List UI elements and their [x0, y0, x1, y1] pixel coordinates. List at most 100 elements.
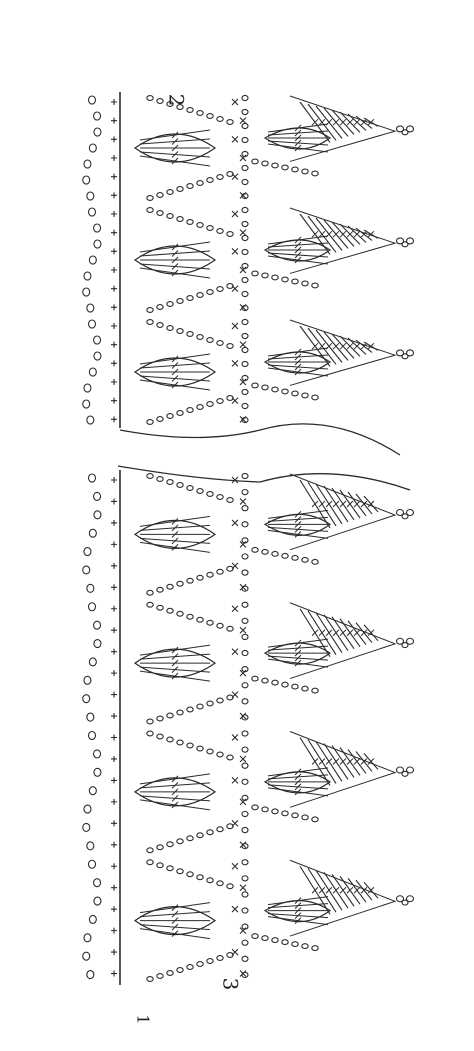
chain-stitch — [216, 340, 224, 346]
chain-stitch — [166, 479, 174, 485]
chain-stitch — [301, 685, 309, 692]
chain-stitch — [241, 730, 249, 737]
double-crochet-bar — [171, 544, 179, 551]
chain-stitch — [395, 125, 405, 133]
chain-stitch — [241, 537, 249, 544]
double-crochet-bar — [171, 923, 179, 931]
chain-stitch — [196, 488, 204, 494]
single-crochet — [111, 304, 117, 311]
chain-stitch — [226, 883, 234, 890]
chain-stitch — [156, 862, 164, 869]
chain-stitch — [206, 491, 214, 497]
chain-stitch — [251, 675, 259, 682]
double-crochet-bar — [171, 256, 179, 264]
double-crochet-bar — [294, 246, 302, 254]
chain-stitch — [241, 178, 249, 186]
chain-stitch — [241, 971, 249, 979]
single-crochet — [231, 135, 239, 143]
chain-stitch — [86, 841, 95, 851]
chain-stitch — [241, 939, 249, 946]
double-crochet-bar — [325, 342, 333, 350]
chain-stitch — [241, 585, 249, 592]
chain-stitch — [261, 806, 269, 813]
double-crochet-bar — [171, 646, 179, 654]
chain-stitch — [311, 945, 319, 952]
chain-stitch — [206, 225, 214, 231]
chain-stitch — [395, 637, 405, 645]
chain-stitch — [241, 94, 249, 102]
point-outline — [289, 602, 397, 680]
chain-stitch — [166, 413, 174, 419]
chain-stitch — [156, 210, 164, 216]
chain-stitch — [176, 186, 184, 192]
chain-stitch — [146, 95, 154, 101]
double-crochet-bar — [311, 629, 319, 637]
chain-stitch — [271, 550, 279, 557]
double-crochet-bar — [294, 659, 302, 667]
single-crochet — [111, 691, 117, 698]
chain-stitch — [146, 718, 154, 725]
double-crochet-bar — [294, 353, 302, 361]
double-crochet-bar — [294, 788, 302, 796]
double-crochet-bar — [171, 653, 179, 660]
chain-stitch — [92, 223, 102, 233]
chain-stitch — [241, 762, 249, 769]
chain-stitch — [216, 880, 224, 887]
chain-stitch — [146, 601, 154, 608]
chain-stitch — [281, 388, 289, 395]
chain-stitch — [401, 241, 409, 248]
chain-stitch — [146, 319, 154, 325]
double-crochet-bar — [360, 342, 368, 350]
chain-stitch — [87, 859, 97, 869]
chain-stitch — [241, 150, 249, 158]
chain-stitch — [241, 682, 249, 689]
single-crochet — [231, 734, 239, 741]
chain-stitch — [156, 733, 164, 740]
single-crochet — [111, 229, 117, 236]
chain-stitch — [311, 282, 319, 289]
double-crochet-bar — [353, 342, 361, 350]
chain-stitch — [241, 164, 249, 172]
single-crochet — [111, 397, 117, 404]
chain-stitch — [301, 943, 309, 950]
double-crochet-bar — [318, 118, 326, 126]
chain-stitch — [216, 955, 224, 961]
double-crochet-bar — [294, 902, 302, 909]
double-crochet-bar — [346, 886, 354, 894]
double-crochet-bar — [171, 910, 179, 918]
point-outline — [289, 95, 397, 162]
single-crochet — [111, 341, 117, 348]
chain-stitch — [86, 191, 95, 201]
chain-stitch — [146, 419, 154, 425]
single-crochet — [111, 192, 117, 199]
chain-stitch — [93, 510, 102, 520]
double-crochet-bar — [332, 118, 340, 126]
single-crochet — [111, 267, 117, 273]
chain-stitch — [241, 569, 249, 576]
chain-stitch — [176, 610, 184, 617]
chain-stitch — [241, 122, 249, 130]
chain-stitch — [88, 786, 97, 796]
chain-stitch — [251, 382, 259, 389]
double-crochet-bar — [294, 773, 302, 781]
double-crochet-bar — [294, 129, 302, 137]
single-crochet — [239, 712, 247, 720]
chain-stitch — [156, 844, 164, 851]
chain-stitch — [216, 494, 224, 500]
chain-stitch — [241, 290, 249, 298]
double-crochet-bar — [294, 241, 302, 249]
chain-stitch — [241, 955, 249, 962]
double-crochet-bar — [311, 118, 319, 126]
chain-stitch — [82, 399, 91, 409]
chain-stitch — [226, 171, 234, 177]
double-crochet-bar — [171, 531, 179, 538]
single-crochet — [239, 583, 247, 591]
chain-stitch — [196, 616, 204, 623]
chain-stitch — [166, 213, 174, 219]
double-crochet-bar — [332, 500, 340, 508]
single-crochet — [231, 210, 239, 218]
chain-stitch — [216, 286, 224, 292]
double-crochet-bar — [311, 758, 319, 765]
double-crochet-bar — [332, 758, 340, 765]
chain-stitch — [86, 303, 95, 313]
